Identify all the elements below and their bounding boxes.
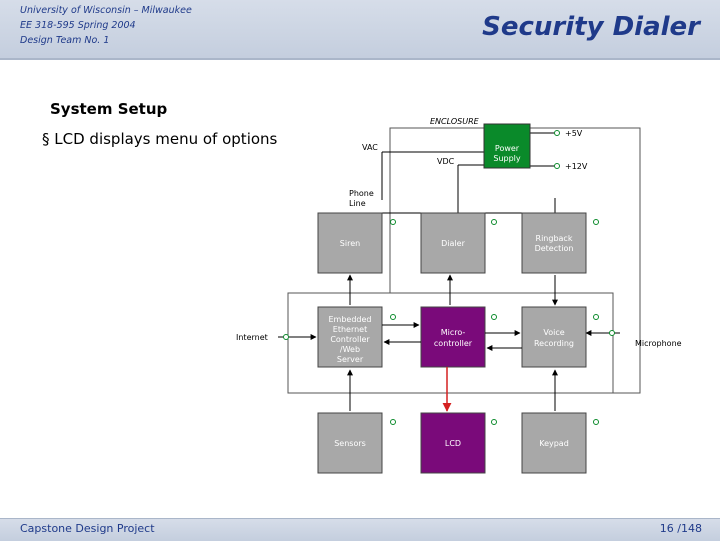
slide-title: Security Dialer — [482, 12, 700, 42]
lcd-block — [420, 412, 486, 474]
power-supply-label-2: Supply — [493, 154, 521, 163]
connection-terminals — [283, 130, 615, 425]
dialer-block — [420, 212, 486, 274]
ringback-label-2: Detection — [535, 244, 574, 253]
phone-line-label-2: Line — [349, 199, 366, 208]
internet-label: Internet — [236, 333, 268, 342]
voice-recording-block — [521, 306, 587, 368]
plus5v-label: +5V — [565, 129, 583, 138]
power-supply-label-1: Power — [495, 144, 520, 153]
micro-label-1: Micro- — [441, 328, 466, 337]
section-title: System Setup — [50, 100, 168, 118]
page-number: 16 /148 — [659, 522, 702, 535]
team-name: Design Team No. 1 — [20, 35, 110, 46]
microphone-label: Microphone — [635, 339, 682, 348]
sensors-block — [317, 412, 383, 474]
sensors-label: Sensors — [334, 439, 366, 448]
enclosure-label: ENCLOSURE — [430, 117, 480, 126]
bullet-point: § LCD displays menu of options — [42, 130, 278, 148]
eth-label-5: Server — [337, 355, 364, 364]
footer-project-name: Capstone Design Project — [20, 522, 155, 535]
eth-label-4: /Web — [340, 345, 360, 354]
siren-block — [317, 212, 383, 274]
course-name: EE 318-595 Spring 2004 — [20, 20, 136, 31]
power-supply-block — [483, 123, 531, 169]
ethernet-controller-block — [317, 306, 383, 368]
vac-label: VAC — [362, 143, 378, 152]
eth-label-3: Controller — [330, 335, 370, 344]
micro-label-2: controller — [434, 339, 473, 348]
keypad-block — [521, 412, 587, 474]
microcontroller-block — [420, 306, 486, 368]
ringback-detection-block — [521, 212, 587, 274]
voice-label-2: Recording — [534, 339, 574, 348]
lcd-label: LCD — [445, 439, 461, 448]
eth-label-2: Ethernet — [333, 325, 367, 334]
siren-label: Siren — [340, 239, 360, 248]
keypad-label: Keypad — [539, 439, 569, 448]
slide-footer: Capstone Design Project 16 /148 — [0, 518, 720, 541]
phone-line-label-1: Phone — [349, 189, 374, 198]
university-name: University of Wisconsin – Milwaukee — [20, 5, 192, 16]
ringback-label-1: Ringback — [536, 234, 573, 243]
dialer-label: Dialer — [441, 239, 465, 248]
voice-label-1: Voice — [543, 328, 564, 337]
eth-label-1: Embedded — [328, 315, 371, 324]
slide-header: University of Wisconsin – Milwaukee EE 3… — [0, 0, 720, 60]
vdc-label: VDC — [437, 157, 455, 166]
plus12v-label: +12V — [565, 162, 588, 171]
